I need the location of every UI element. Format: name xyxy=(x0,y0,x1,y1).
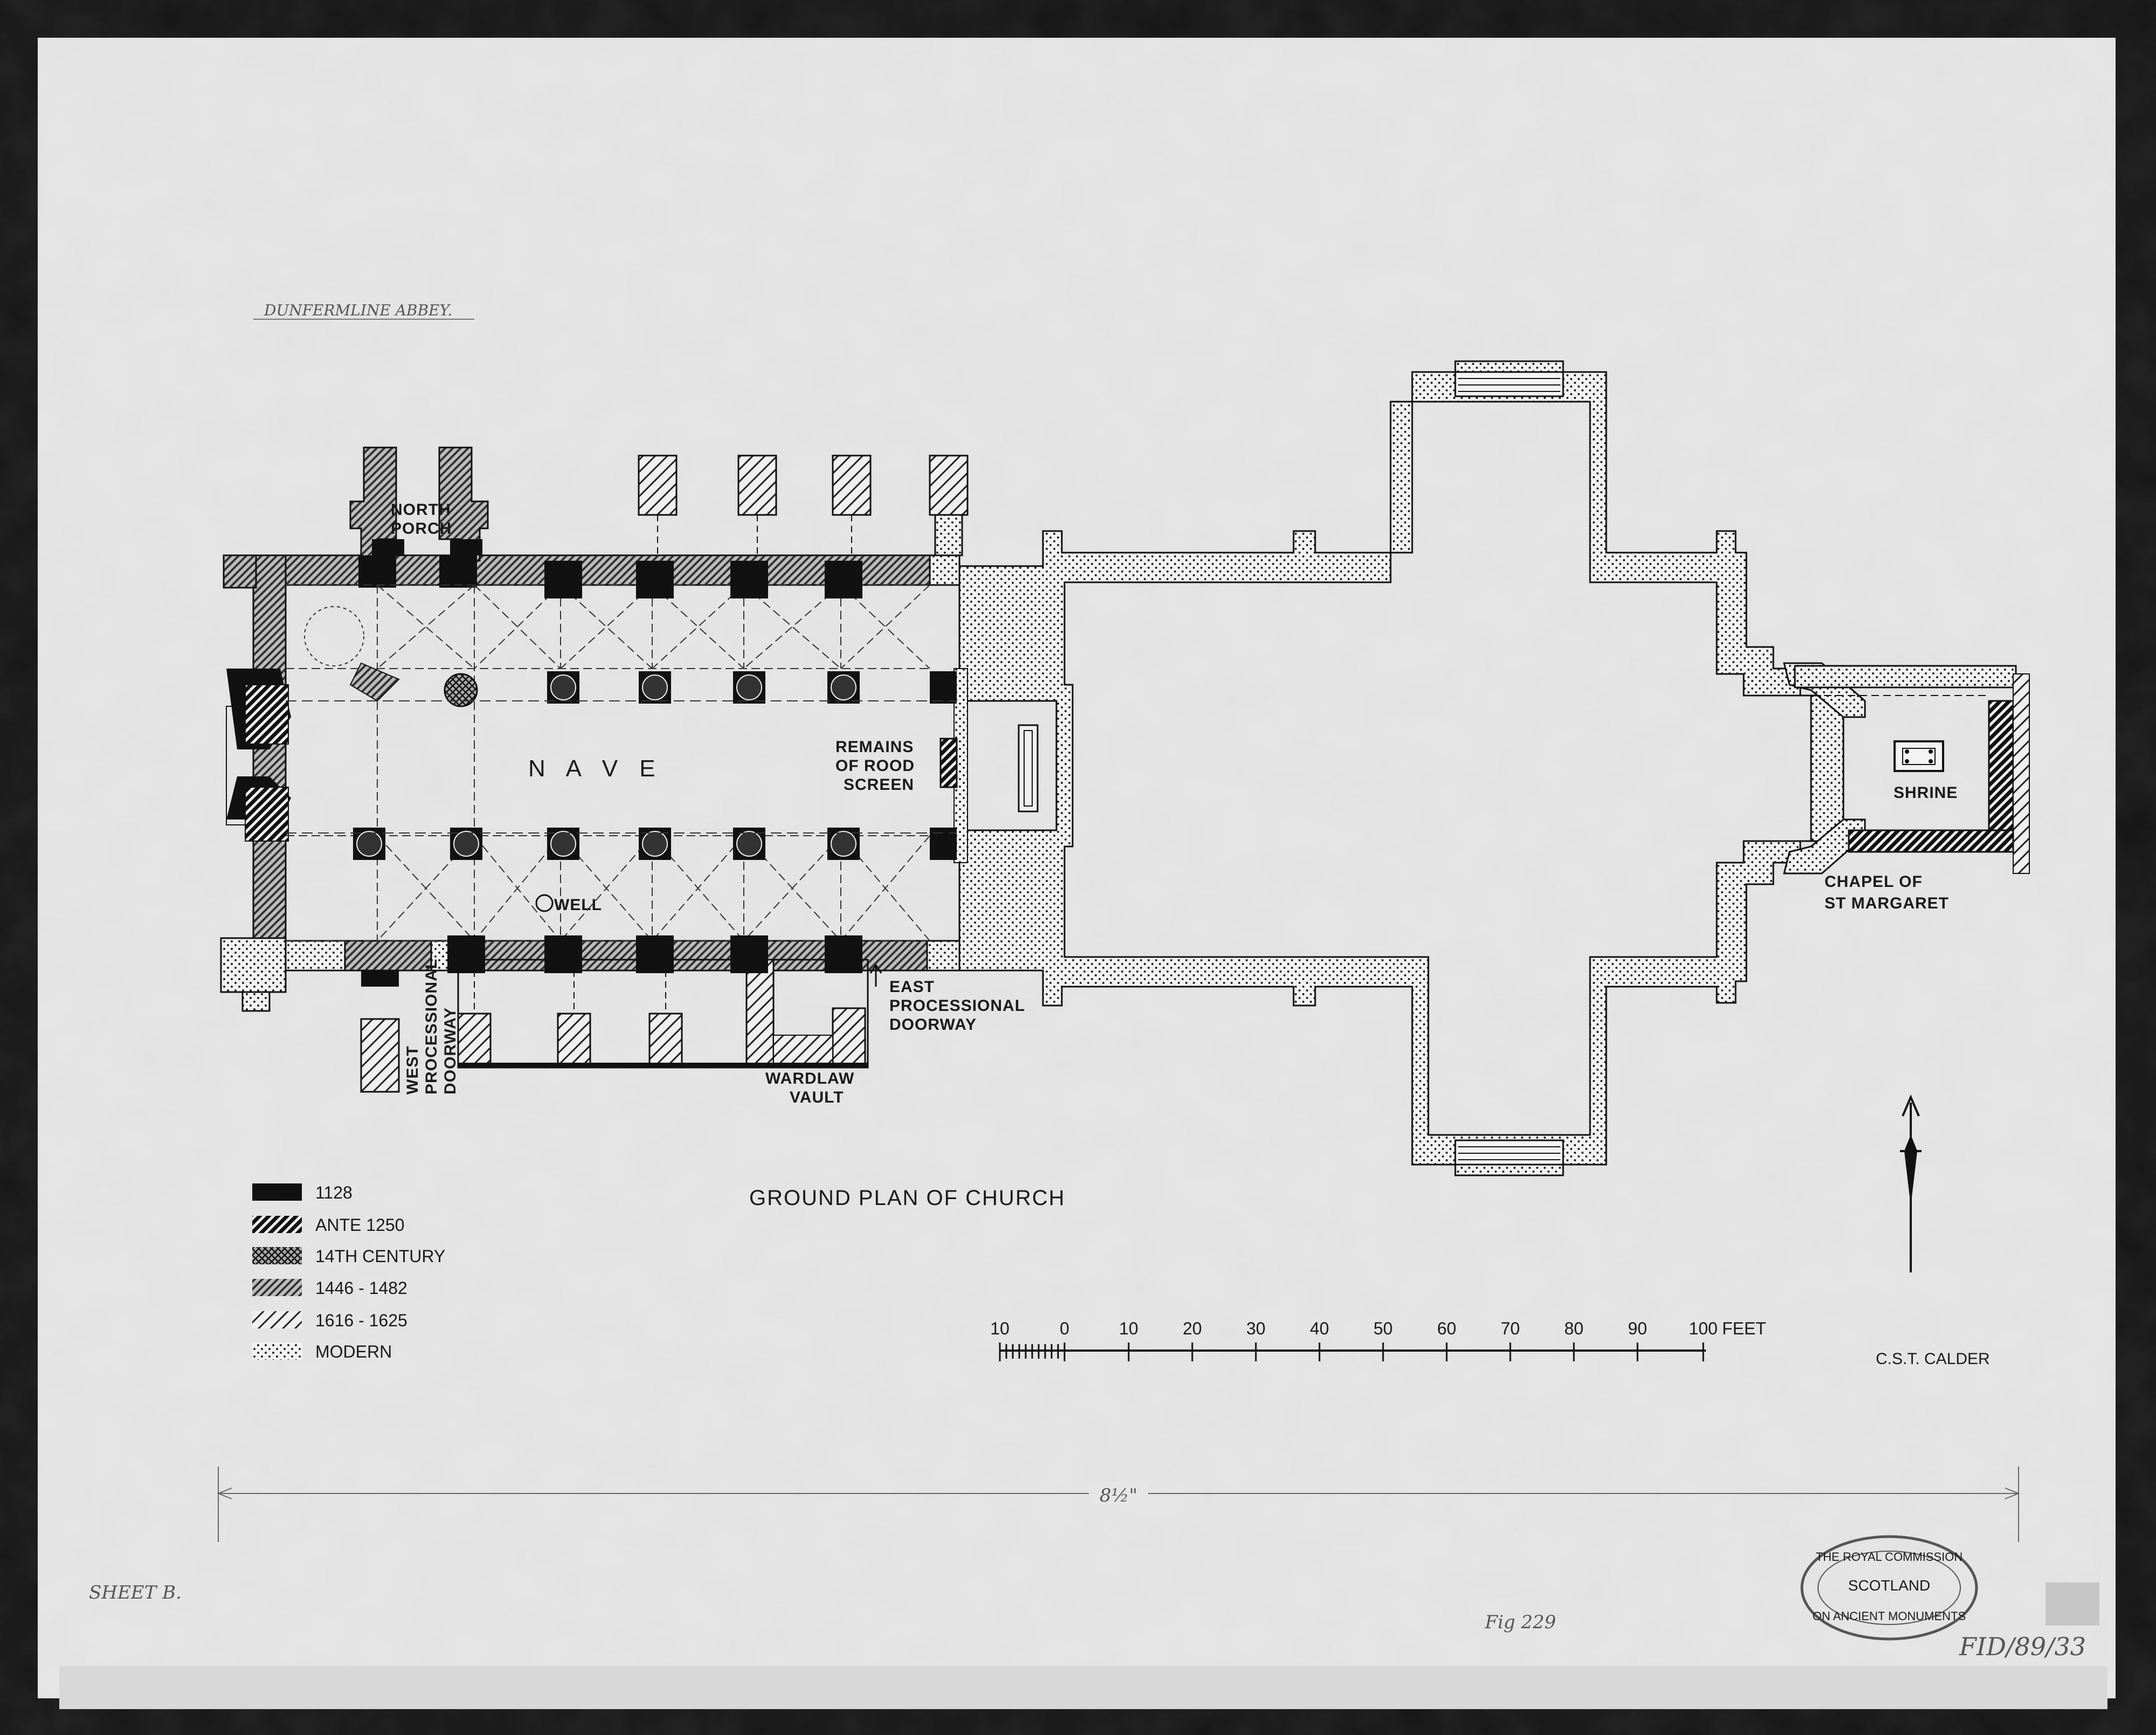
width-note: 8½" xyxy=(1100,1485,1137,1506)
nw-stair xyxy=(304,606,364,666)
scale-tick-label: 0 xyxy=(1060,1319,1069,1338)
plan-title: GROUND PLAN OF CHURCH xyxy=(749,1186,1065,1210)
legend-label: ANTE 1250 xyxy=(315,1215,404,1235)
chapel-east-wall xyxy=(1988,700,2014,848)
legend-swatch-1446-1482 xyxy=(252,1279,302,1296)
east-door-label-2: PROCESSIONAL xyxy=(889,997,1025,1015)
scale-bar: 10 0 10 20 30 40 50 60 70 80 90 100 FEET xyxy=(990,1319,1766,1361)
chapel-label-2: ST MARGARET xyxy=(1825,894,1949,912)
legend-swatch-modern xyxy=(252,1342,302,1360)
scale-minor-ticks xyxy=(1005,1344,1059,1359)
north-porch xyxy=(349,446,489,588)
north-transept-steps xyxy=(1454,371,1564,397)
north-buttresses xyxy=(638,455,969,555)
scale-unit-label: FEET xyxy=(1722,1319,1766,1338)
legend-label: 1128 xyxy=(315,1183,353,1202)
chapel-label-1: CHAPEL OF xyxy=(1825,873,1923,891)
east-door-arrow xyxy=(869,963,882,987)
mount-board-edge xyxy=(59,1666,2107,1709)
nave-pillars xyxy=(353,671,957,860)
legend-swatch-1616-1625 xyxy=(252,1311,302,1328)
scale-tick-label: 10 xyxy=(1119,1319,1138,1338)
plan-labels: NORTH PORCH N A V E REMAINS OF ROOD SCRE… xyxy=(391,501,1958,1106)
commission-stamp: THE ROYAL COMMISSION SCOTLAND ON ANCIENT… xyxy=(1800,1535,1978,1641)
well-label: WELL xyxy=(554,896,602,914)
stamp-line-1: THE ROYAL COMMISSION xyxy=(1816,1550,1963,1564)
author-credit: C.S.T. CALDER xyxy=(1876,1350,1990,1368)
stamp-line-2: SCOTLAND xyxy=(1848,1577,1930,1594)
east-door-label-3: DOORWAY xyxy=(889,1016,977,1034)
north-porch-label-2: PORCH xyxy=(391,520,452,538)
legend-swatch-14th-century xyxy=(252,1247,302,1264)
nave-label: N A V E xyxy=(528,755,663,782)
legend-label: 1616 - 1625 xyxy=(315,1311,407,1330)
rood-label-3: SCREEN xyxy=(844,776,914,794)
west-door-label-3: DOORWAY xyxy=(441,1007,459,1094)
church-plan xyxy=(220,360,2030,1176)
wall-piers xyxy=(447,561,862,973)
nave-walls xyxy=(220,500,968,1012)
stamp-line-3: ON ANCIENT MONUMENTS xyxy=(1813,1609,1966,1623)
chapel-north-wall xyxy=(1794,665,2017,689)
legend-label: 1446 - 1482 xyxy=(315,1278,407,1298)
shrine-label: SHRINE xyxy=(1894,784,1958,802)
scale-tick-label: 80 xyxy=(1564,1319,1584,1338)
west-door-label-1: WEST xyxy=(404,1045,421,1094)
scale-tick-label: 60 xyxy=(1437,1319,1456,1338)
rood-screen xyxy=(939,738,958,788)
west-door-label-2: PROCESSIONAL xyxy=(423,959,440,1094)
scale-tick-label: 70 xyxy=(1501,1319,1520,1338)
legend-swatch-ante-1250 xyxy=(252,1216,302,1233)
rood-label-2: OF ROOD xyxy=(835,757,915,775)
archive-reference: FID/89/33 xyxy=(1959,1632,2086,1661)
scale-major-ticks xyxy=(999,1342,1704,1361)
shrine-base xyxy=(1894,740,1944,772)
scale-tick-label: 30 xyxy=(1246,1319,1266,1338)
aisle-vaults xyxy=(286,584,930,941)
north-arrow-icon xyxy=(1900,1094,1922,1272)
scale-tick-label: 10 xyxy=(990,1319,1010,1338)
chapel-south-wall xyxy=(1848,829,2014,853)
scale-tick-label: 100 xyxy=(1689,1319,1717,1338)
north-porch-label: NORTH xyxy=(391,501,451,519)
scale-tick-label: 50 xyxy=(1373,1319,1393,1338)
scale-tick-label: 40 xyxy=(1310,1319,1329,1338)
sheet-label: SHEET B. xyxy=(89,1582,182,1603)
header-title: DUNFERMLINE ABBEY. xyxy=(264,301,452,319)
legend-label: MODERN xyxy=(315,1342,392,1361)
legend: 1128 ANTE 1250 14TH CENTURY 1446 - 1482 … xyxy=(252,1183,445,1361)
wardlaw-label-1: WARDLAW xyxy=(765,1070,854,1087)
rood-label-1: REMAINS xyxy=(835,738,914,756)
legend-swatch-1128 xyxy=(252,1183,302,1201)
figure-note: Fig 229 xyxy=(1484,1612,1556,1633)
east-door-label-1: EAST xyxy=(889,978,935,996)
scale-tick-label: 20 xyxy=(1183,1319,1202,1338)
scale-tick-label: 90 xyxy=(1628,1319,1647,1338)
legend-label: 14TH CENTURY xyxy=(315,1247,445,1266)
south-transept-steps xyxy=(1454,1139,1564,1166)
well-symbol xyxy=(535,894,554,912)
wardlaw-label-2: VAULT xyxy=(790,1089,844,1106)
